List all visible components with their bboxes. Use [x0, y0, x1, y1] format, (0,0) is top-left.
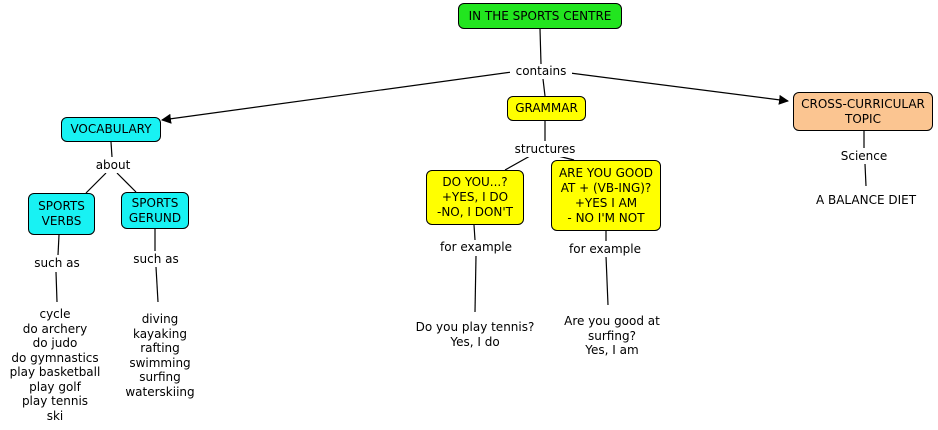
linking-phrase-structures: structures [508, 142, 582, 157]
link-science-diet [864, 163, 867, 187]
are-you-good-structure: ARE YOU GOOD AT + (VB-ING)? +YES I AM - … [551, 160, 661, 231]
a-balance-diet-concept: A BALANCE DIET [808, 193, 924, 208]
linking-phrase-about: about [92, 158, 134, 173]
example-are-you-good-surfing: Are you good at surfing? Yes, I am [556, 314, 668, 358]
cross-curricular-topic-concept: CROSS-CURRICULAR TOPIC [793, 92, 933, 131]
link-verbs-suchas [57, 234, 60, 256]
linking-phrase-such-as-gerund: such as [128, 252, 184, 267]
sports-verbs-concept: SPORTS VERBS [28, 193, 95, 235]
link-about-verbs [85, 172, 107, 194]
link-vocabulary-about [110, 141, 113, 158]
linking-phrase-such-as-verbs: such as [29, 256, 85, 271]
link-root-contains [539, 28, 542, 65]
link-about-gerund [116, 172, 137, 193]
linking-phrase-science: Science [836, 149, 892, 164]
sports-gerund-concept: SPORTS GERUND [121, 192, 189, 229]
link-contains-crosscurricular [569, 72, 789, 105]
link-forexample-example2 [605, 255, 609, 306]
link-contains-vocabulary [161, 71, 513, 124]
example-do-you-play-tennis: Do you play tennis? Yes, I do [410, 320, 540, 349]
do-you-structure: DO YOU...? +YES, I DO -NO, I DON'T [426, 170, 524, 225]
link-doyou-forexample [473, 224, 476, 241]
link-suchas-gerundlist [155, 266, 159, 303]
sports-gerund-list: diving kayaking rafting swimming surfing… [118, 312, 202, 399]
link-forexample-example1 [474, 255, 477, 313]
link-suchas-verbslist [55, 271, 58, 303]
vocabulary-concept: VOCABULARY [61, 117, 161, 142]
link-structures-areyou [557, 155, 575, 161]
linking-phrase-contains: contains [510, 64, 572, 79]
root-concept: IN THE SPORTS CENTRE [458, 3, 622, 29]
link-structures-doyou [504, 155, 531, 171]
link-contains-grammar [542, 78, 546, 97]
linking-phrase-for-example-2: for example [565, 242, 645, 257]
sports-verbs-list: cycle do archery do judo do gymnastics p… [4, 307, 106, 423]
grammar-concept: GRAMMAR [507, 96, 586, 121]
linking-phrase-for-example-1: for example [436, 240, 516, 255]
